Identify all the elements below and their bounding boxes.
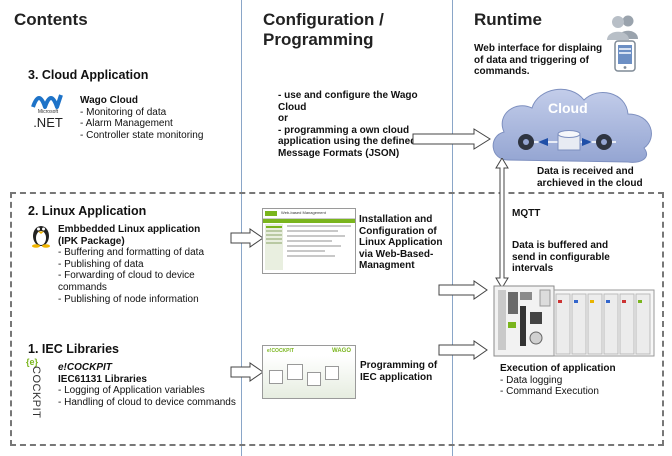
device-boundary-box: [10, 192, 664, 446]
column-header-configuration-line1: Configuration /: [263, 10, 384, 29]
ecockpit-logo: {e} COCKPIT: [26, 357, 46, 427]
tablet-icon: [614, 40, 636, 72]
linux-config-line: Installation and: [359, 214, 433, 225]
buffered-line: send in configurable: [512, 251, 610, 263]
cloud-config-line: - programming a own cloud: [278, 124, 410, 136]
ecockpit-logo-text: COCKPIT: [30, 366, 42, 419]
arrow-iec-config: [230, 362, 264, 382]
linux-item: Publishing of node information: [58, 294, 242, 306]
cloud-archived-text: Data is received and archieved in the cl…: [537, 166, 662, 189]
linux-config-text: Installation and Configuration of Linux …: [359, 214, 454, 272]
linux-section-title: 2. Linux Application: [28, 204, 147, 218]
iec-config-text: Programming of IEC application: [360, 360, 450, 383]
dotnet-logo-top: Microsoft: [37, 109, 59, 115]
column-header-configuration-line2: Programming: [263, 30, 374, 49]
web-interface-line: of data and triggering of: [474, 54, 589, 66]
linux-config-line: Configuration of: [359, 225, 437, 237]
web-interface-line: commands.: [474, 66, 530, 78]
execution-description: Execution of application Data logging Co…: [500, 363, 660, 398]
cloud-item: Controller state monitoring: [80, 130, 230, 142]
cloud-config-line: or: [278, 113, 288, 125]
wbm-screen-title: Web-based Management: [281, 210, 326, 215]
web-interface-text: Web interface for displaing of data and …: [474, 43, 614, 78]
arrow-iec-runtime: [438, 340, 488, 360]
gear-icon-right: [596, 134, 612, 150]
iec-config-line: Programming of: [360, 360, 438, 371]
iec-item: Handling of cloud to device commands: [58, 397, 238, 409]
column-header-runtime: Runtime: [474, 10, 542, 29]
dotnet-wave-icon: [31, 94, 63, 109]
linux-item: Forwarding of cloud to device commands: [58, 270, 242, 293]
column-header-contents: Contents: [14, 10, 88, 29]
controller-device-image: [493, 285, 655, 357]
arrow-cloud-config: [412, 128, 491, 150]
cloud-label: Cloud: [548, 100, 588, 116]
iec-config-line: IEC application: [360, 371, 433, 383]
iec-description: e!COCKPIT IEC61131 Libraries Logging of …: [58, 362, 238, 408]
web-interface-line: Web interface for displaing: [474, 43, 603, 54]
ecockpit-screenshot: e!COCKPIT WAGO: [262, 345, 356, 399]
cloud-config-line: - use and configure the Wago: [278, 90, 418, 101]
mqtt-label: MQTT: [512, 208, 541, 219]
linux-config-line: via Web-Based-: [359, 248, 434, 260]
cloud-description: Wago Cloud Monitoring of data Alarm Mana…: [80, 95, 230, 141]
ecockpit-screen-logo: e!COCKPIT: [267, 348, 294, 354]
arrow-linux-config: [230, 228, 264, 248]
buffered-line: intervals: [512, 263, 554, 275]
arrow-linux-runtime: [438, 280, 488, 300]
execution-item: Command Execution: [500, 386, 660, 398]
cloud-config-line: Message Formats (JSON): [278, 147, 400, 159]
mqtt-arrow: [495, 158, 509, 288]
iec-name-line2: IEC61131 Libraries: [58, 373, 147, 385]
column-divider-right: [452, 0, 453, 456]
cloud-item: Alarm Management: [80, 118, 230, 130]
cloud-config-line: Cloud: [278, 101, 307, 113]
buffered-line: Data is buffered and: [512, 240, 609, 251]
cloud-archived-line: Data is received and: [537, 166, 634, 177]
linux-config-line: Linux Application: [359, 237, 443, 249]
cloud-item: Monitoring of data: [80, 107, 230, 119]
iec-section-title: 1. IEC Libraries: [28, 342, 120, 356]
execution-title: Execution of application: [500, 363, 616, 374]
cloud-config-text: - use and configure the Wago Cloud or - …: [278, 90, 453, 160]
cloud-section-title: 3. Cloud Application: [28, 68, 149, 82]
column-divider-left: [241, 0, 242, 456]
web-based-management-screenshot: Web-based Management: [262, 208, 356, 274]
cloud-archived-line: archieved in the cloud: [537, 177, 643, 189]
cloud-config-line: application using the defined: [278, 136, 417, 148]
wago-logo-small: [265, 211, 277, 216]
linux-item: Buffering and formatting of data: [58, 247, 242, 259]
linux-penguin-icon: [32, 226, 50, 248]
dotnet-logo-main: .NET: [33, 115, 63, 130]
database-icon: [557, 130, 581, 151]
cloud-app-name: Wago Cloud: [80, 95, 138, 106]
gear-icon-left: [518, 134, 534, 150]
execution-item: Data logging: [500, 375, 660, 387]
linux-description: Embbedded Linux application (IPK Package…: [58, 224, 242, 305]
buffered-text: Data is buffered and send in configurabl…: [512, 240, 642, 275]
users-icon: [607, 15, 638, 40]
dotnet-logo: Microsoft .NET: [26, 93, 70, 133]
column-header-configuration: Configuration / Programming: [263, 10, 384, 50]
cloud-shape: [492, 88, 652, 163]
linux-item: Publishing of data: [58, 259, 242, 271]
iec-item: Logging of Application variables: [58, 385, 238, 397]
linux-app-name-line1: Embbedded Linux application: [58, 224, 201, 235]
linux-config-line: Managment: [359, 260, 415, 272]
ecockpit-logo-brace: {e}: [26, 357, 39, 367]
ecockpit-screen-brand: WAGO: [332, 348, 351, 354]
io-modules: [553, 289, 655, 357]
iec-name-line1: e!COCKPIT: [58, 362, 112, 373]
linux-app-name-line2: (IPK Package): [58, 235, 125, 247]
